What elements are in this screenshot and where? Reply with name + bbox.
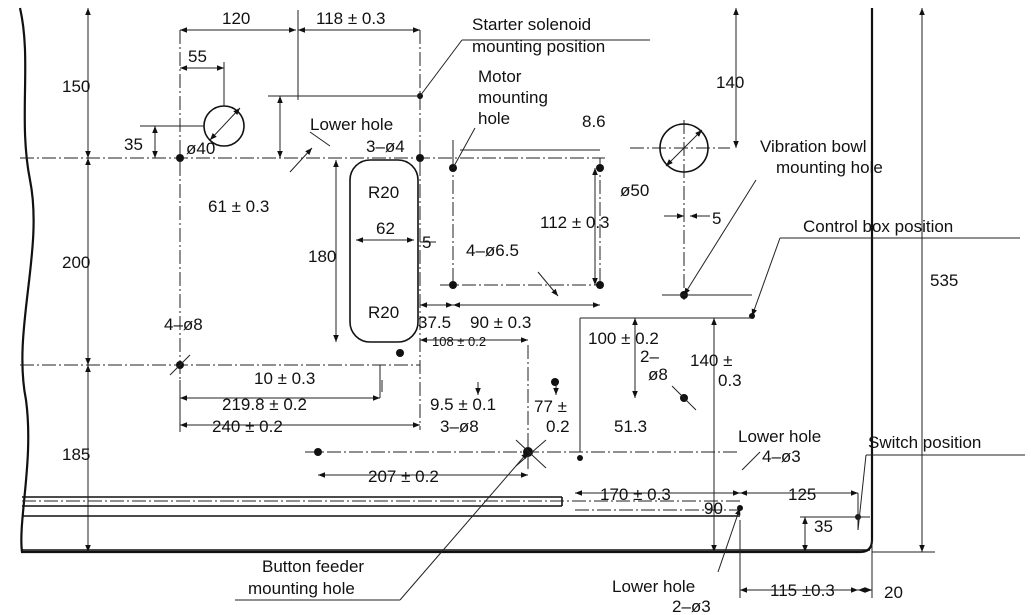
dim-20: 20: [884, 583, 903, 602]
dim-219-8: 219.8 ± 0.2: [222, 395, 307, 414]
dim-61: 61 ± 0.3: [208, 197, 269, 216]
switch-position-label: Switch position: [868, 433, 981, 452]
dim-9-5: 9.5 ± 0.1: [430, 395, 496, 414]
lower-hole-2-label-1: Lower hole: [738, 427, 821, 446]
dim-170: 170 ± 0.3: [600, 485, 671, 504]
dim-100: 100 ± 0.2: [588, 329, 659, 348]
slot-opening: [349, 159, 419, 343]
motor-label-3: hole: [478, 109, 510, 128]
dim-d40: ø40: [186, 139, 215, 158]
control-box-label: Control box position: [803, 217, 953, 236]
guide-rail: [22, 496, 740, 517]
dim-8-6: 8.6: [582, 112, 606, 131]
dimension-values: 120 118 ± 0.3 55 150 35 ø40 61 ± 0.3 R20…: [62, 9, 958, 602]
dim-5a: 5: [422, 233, 431, 252]
dim-535: 535: [930, 271, 958, 290]
dim-150: 150: [62, 77, 90, 96]
dim-d50: ø50: [620, 181, 649, 200]
dim-37-5: 37.5: [418, 313, 451, 332]
dim-55: 55: [188, 47, 207, 66]
dim-108: 108 ± 0.2: [432, 334, 486, 349]
starter-label-1: Starter solenoid: [472, 15, 591, 34]
dim-2d8b: ø8: [648, 365, 668, 384]
dim-90: 90 ± 0.3: [470, 313, 531, 332]
lower-hole-label: Lower hole: [310, 115, 393, 134]
motor-label-2: mounting: [478, 88, 548, 107]
lower-hole-2-label-2: 4–ø3: [762, 447, 801, 466]
dim-140b-1: 140 ±: [690, 351, 732, 370]
motor-label-1: Motor: [478, 67, 522, 86]
dim-120: 120: [222, 9, 250, 28]
dim-118: 118 ± 0.3: [316, 9, 386, 28]
dim-112: 112 ± 0.3: [540, 213, 610, 232]
dim-200: 200: [62, 253, 90, 272]
dim-185: 185: [62, 445, 90, 464]
three-d4-label: 3–ø4: [366, 137, 405, 156]
dim-240: 240 ± 0.2: [212, 417, 283, 436]
dim-35b: 35: [814, 517, 833, 536]
dim-125: 125: [788, 485, 816, 504]
dim-4d6-5: 4–ø6.5: [466, 241, 519, 260]
hole-50: [659, 123, 709, 173]
button-feeder-label-1: Button feeder: [262, 557, 364, 576]
vibration-label-2: mounting hole: [776, 158, 883, 177]
dim-5b: 5: [712, 209, 721, 228]
dim-62: 62: [376, 219, 395, 238]
dim-207: 207 ± 0.2: [368, 467, 439, 486]
dim-180: 180: [308, 247, 336, 266]
vibration-label-1: Vibration bowl: [760, 137, 866, 156]
dim-77-2: 0.2: [546, 417, 570, 436]
hole-dots: [176, 93, 861, 520]
starter-label-2: mounting position: [472, 37, 605, 56]
part-labels: Starter solenoid mounting position Motor…: [248, 15, 981, 615]
dim-140b-2: 0.3: [718, 371, 742, 390]
hole-crosses: [169, 147, 761, 471]
plate-outline: [18, 7, 874, 554]
dim-77-1: 77 ±: [534, 397, 567, 416]
dim-115: 115 ±0.3: [770, 581, 835, 600]
dim-35a: 35: [124, 135, 143, 154]
dim-r20b: R20: [368, 303, 399, 322]
lower-hole-3-label-1: Lower hole: [612, 577, 695, 596]
dimension-lines: [85, 7, 935, 598]
leader-lines: [235, 39, 1025, 601]
dim-90b: 90: [704, 499, 723, 518]
dim-2d8a: 2–: [640, 347, 659, 366]
dim-r20a: R20: [368, 183, 399, 202]
button-feeder-label-2: mounting hole: [248, 579, 355, 598]
dim-4d8: 4–ø8: [164, 315, 203, 334]
dim-140a: 140: [716, 73, 744, 92]
dim-51-3: 51.3: [614, 417, 647, 436]
dim-3d8: 3–ø8: [440, 417, 479, 436]
lower-hole-3-label-2: 2–ø3: [672, 597, 711, 615]
dim-10: 10 ± 0.3: [254, 369, 315, 388]
